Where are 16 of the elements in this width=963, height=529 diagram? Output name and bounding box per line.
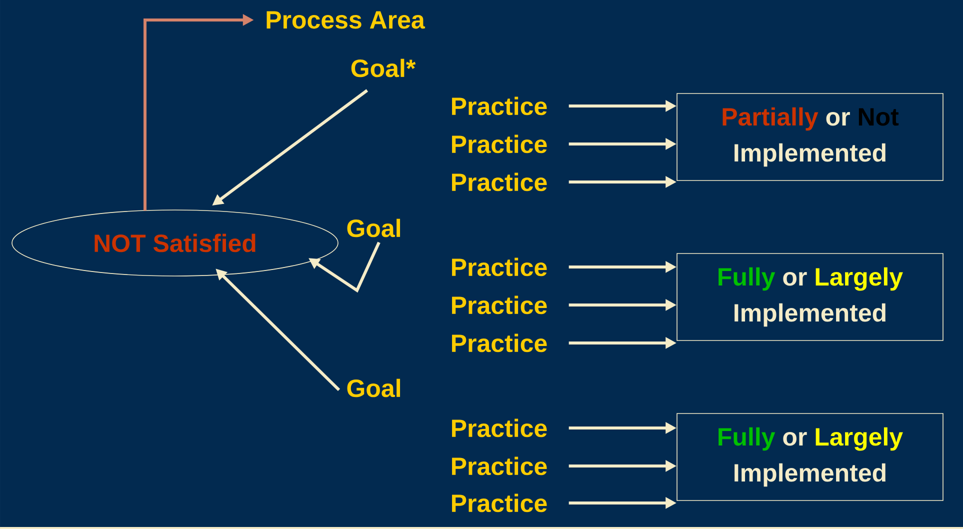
label-text: Goal	[347, 218, 400, 238]
label-text: Practice	[452, 134, 547, 154]
label-text: Practice	[452, 296, 547, 314]
result-box: Fully or Largely Implemented	[676, 413, 944, 501]
result-box: Fully or Largely Implemented	[676, 253, 944, 341]
label-text: Practice	[452, 418, 547, 438]
label-text: Practice	[452, 456, 547, 476]
label-text: Practice	[452, 334, 547, 352]
result-box: Partially or Not Implemented	[676, 93, 944, 181]
label-text: Process Area	[266, 11, 426, 29]
label-text: Practice	[452, 494, 547, 512]
label-text: Goal*	[351, 58, 416, 78]
label-text: Practice	[452, 172, 547, 192]
label-text: Practice	[452, 258, 547, 276]
label-text: Practice	[452, 96, 547, 116]
label-text: Goal	[347, 378, 400, 398]
